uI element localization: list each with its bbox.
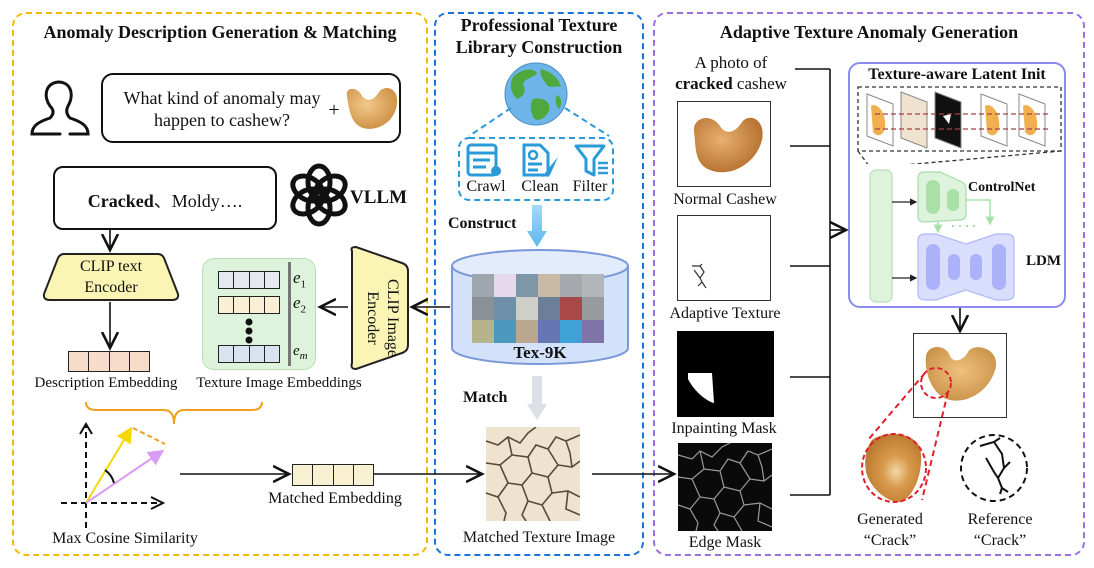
match-label: Match <box>463 389 508 406</box>
normal-cashew-label: Normal Cashew <box>673 191 777 208</box>
description-embedding-label: Description Embedding <box>34 375 178 391</box>
filter-icon <box>574 144 608 177</box>
matched-embedding-label: Matched Embedding <box>268 490 402 507</box>
panel-title-adaptive-generation: Adaptive Texture Anomaly Generation <box>719 22 1019 42</box>
max-cosine-label: Max Cosine Similarity <box>52 530 198 547</box>
adaptive-texture-image <box>677 215 771 301</box>
inpainting-mask-label: Inpainting Mask <box>671 420 777 437</box>
generated-crack-label-line2: “Crack” <box>863 532 917 549</box>
query-text-line1: What kind of anomaly may <box>123 88 321 108</box>
answer-bold: Cracked <box>87 191 154 211</box>
clean-icon <box>522 143 558 177</box>
adaptive-texture-crack <box>692 263 707 289</box>
description-embedding <box>68 351 150 372</box>
prompt-line2: cracked cashew <box>666 74 796 94</box>
answer-text: Cracked、Moldy…. <box>60 187 270 213</box>
texture-embedding-e1 <box>218 271 280 289</box>
latent-init-title: Texture-aware Latent Init <box>868 66 1046 83</box>
clip-image-encoder-shape <box>350 245 409 371</box>
vllm-label: VLLM <box>350 187 407 208</box>
clip-text-encoder-shape <box>42 253 180 301</box>
globe-fan-lines <box>458 107 614 201</box>
normal-cashew-shape <box>693 117 763 173</box>
matched-texture-label: Matched Texture Image <box>462 529 616 546</box>
embeddings-divider <box>288 262 291 366</box>
embedding-label-e2: e2 <box>293 293 307 316</box>
reference-crack-label-line2: “Crack” <box>973 532 1027 549</box>
generated-cashew-shape <box>925 347 997 401</box>
construct-label: Construct <box>448 215 517 232</box>
prompt-bold: cracked <box>675 74 733 93</box>
globe-icon <box>504 62 568 126</box>
crawl-icon <box>466 143 501 177</box>
panel-title-texture-library-line2: Library Construction <box>455 37 623 57</box>
embedding-label-e1: e1 <box>293 268 307 291</box>
panel-title-anomaly-description: Anomaly Description Generation & Matchin… <box>43 22 397 42</box>
clip-text-encoder-line1: CLIP text <box>79 258 143 275</box>
generated-crack-label-line1: Generated <box>857 511 923 528</box>
ldm-label: LDM <box>1026 253 1061 269</box>
texture-embedding-em <box>218 345 280 363</box>
edge-mask-label: Edge Mask <box>688 534 762 551</box>
adaptive-texture-label: Adaptive Texture <box>669 305 781 322</box>
generated-crack-zoom <box>861 433 927 503</box>
diffusion-architecture <box>869 169 1015 303</box>
clip-text-encoder-line2: Encoder <box>84 279 138 296</box>
vllm-logo-icon <box>290 163 348 227</box>
inpainting-mask-shape <box>688 373 714 403</box>
cashew-image <box>346 88 398 129</box>
cosine-similarity-diagram <box>61 422 166 528</box>
step-label-clean: Clean <box>521 178 559 195</box>
user-icon <box>30 80 90 136</box>
panel-adaptive-generation <box>653 12 1085 556</box>
texture-embedding-e2 <box>218 296 280 314</box>
embedding-label-em: em <box>293 343 308 362</box>
ellipsis-dots <box>245 318 253 344</box>
answer-box <box>53 166 277 230</box>
matched-embedding <box>292 464 374 486</box>
plus-sign: + <box>328 99 340 121</box>
matched-texture-image <box>486 427 580 521</box>
reference-crack-label-line1: Reference <box>967 511 1033 528</box>
brace-icon <box>85 401 263 425</box>
prompt-line1: A photo of <box>694 53 768 72</box>
edge-mask-image <box>678 443 772 531</box>
texture-grid <box>472 274 604 343</box>
query-text-line2: happen to cashew? <box>154 110 290 130</box>
step-label-filter: Filter <box>572 178 608 195</box>
answer-rest: 、Moldy…. <box>153 191 243 211</box>
latent-init-strip <box>857 86 1062 164</box>
reference-crack-image <box>960 434 1028 502</box>
texture-embeddings-label: Texture Image Embeddings <box>196 375 362 391</box>
panel-anomaly-description <box>12 12 428 556</box>
controlnet-label: ControlNet <box>968 180 1036 195</box>
prompt-rest: cashew <box>732 74 787 93</box>
construct-arrow-icon <box>527 205 547 247</box>
panel-title-texture-library-line1: Professional Texture <box>460 15 618 35</box>
match-arrow-icon <box>527 376 547 420</box>
tex-9k-label: Tex-9K <box>513 343 567 362</box>
query-bubble <box>101 73 401 143</box>
panel-texture-library <box>434 12 644 556</box>
step-label-crawl: Crawl <box>466 178 506 195</box>
